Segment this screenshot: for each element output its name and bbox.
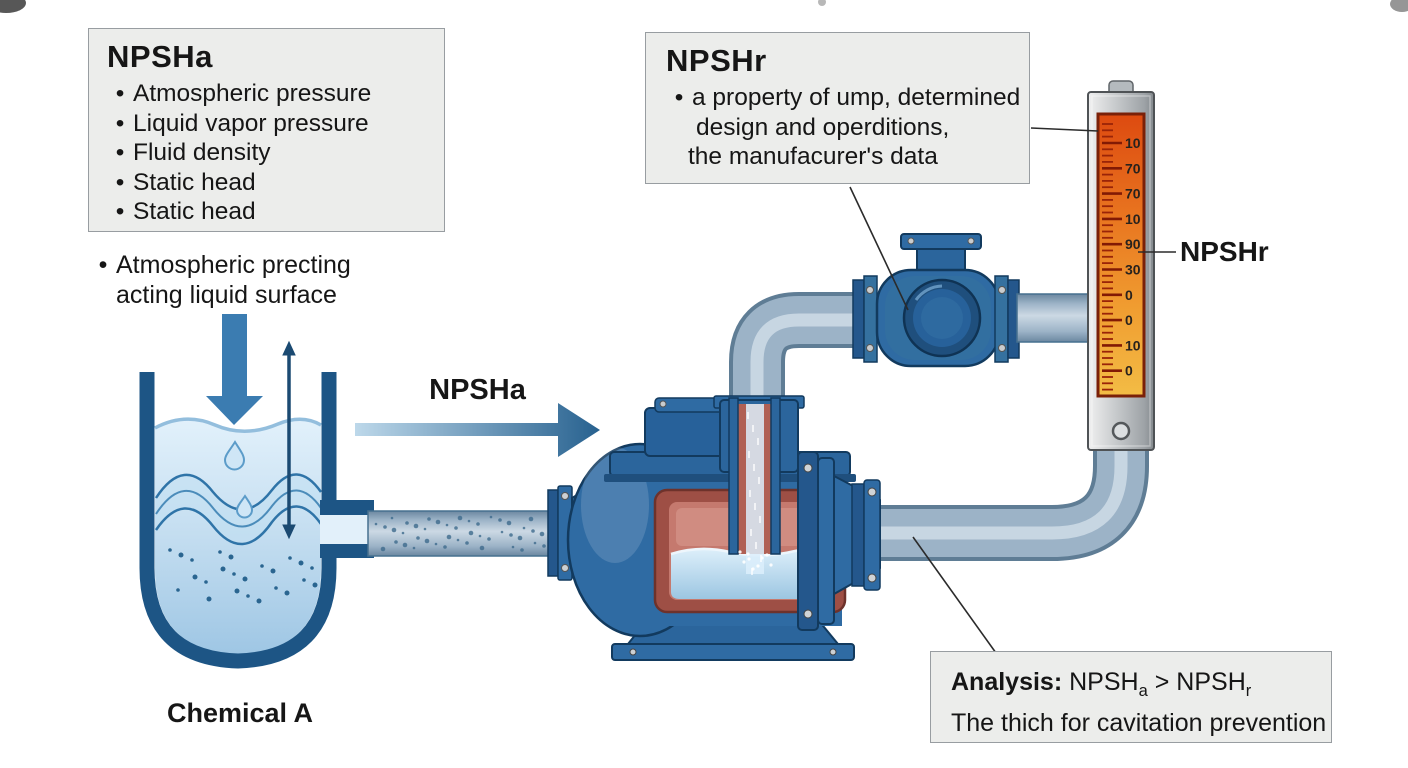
- bullet-icon: •: [98, 251, 108, 279]
- bubble-dots: [168, 548, 318, 604]
- npshr-bullet: •a property of ump, determined: [666, 83, 1021, 113]
- suction-pipe: [367, 485, 573, 581]
- npsha-bullet: •Fluid density: [107, 138, 430, 168]
- bullet-icon: •: [115, 198, 125, 225]
- water-stream: [747, 412, 762, 575]
- svg-text:10: 10: [1125, 337, 1141, 353]
- discharge-pipe: [878, 442, 1149, 561]
- npsha-bullet: •Static head: [107, 168, 430, 198]
- level-range-arrow-icon: [282, 340, 296, 540]
- npshr-bullet-line3: the manufacurer's data: [688, 143, 938, 170]
- npshr-gauge-label: NPSHr: [1180, 236, 1269, 267]
- gauge-tick-marks: 10 70 70 10 90 30 0 0 10 0: [1102, 123, 1141, 391]
- splash-dots: [738, 550, 773, 571]
- atmospheric-note: •Atmospheric precting acting liquid surf…: [90, 250, 430, 310]
- leader-lines: [849, 127, 1176, 654]
- bullet-icon: •: [115, 168, 125, 196]
- bullet-icon: •: [115, 109, 125, 137]
- svg-text:70: 70: [1125, 160, 1141, 176]
- svg-text:70: 70: [1125, 186, 1141, 202]
- npsha-info-box: NPSHa •Atmospheric pressure •Liquid vapo…: [88, 28, 445, 232]
- svg-text:10: 10: [1125, 135, 1141, 151]
- pump-assembly: [566, 395, 881, 661]
- npsha-flow-arrow-icon: [355, 403, 600, 457]
- pressure-gauge: 10 70 70 10 90 30 0 0 10 0: [1087, 80, 1155, 451]
- control-valve: [852, 233, 1093, 368]
- svg-text:0: 0: [1125, 287, 1133, 303]
- npsha-bullet: •Liquid vapor pressure: [107, 109, 430, 139]
- droplet-icon: [223, 440, 246, 471]
- analysis-prefix: Analysis:: [951, 668, 1063, 696]
- gauge-screw: [1111, 421, 1131, 441]
- npsha-arrow-label: NPSHa: [429, 374, 526, 406]
- corner-artifacts: [0, 0, 1408, 13]
- bullet-icon: •: [674, 84, 684, 111]
- svg-text:0: 0: [1125, 312, 1133, 328]
- npshr-bullet-line2: design and operditions,: [696, 113, 950, 141]
- leader-line-analysis: [912, 536, 997, 654]
- inflow-arrow-icon: [206, 314, 263, 425]
- cavitation-speckles: [374, 515, 546, 552]
- npsha-title: NPSHa: [107, 39, 213, 74]
- npshr-title: NPSHr: [666, 43, 767, 78]
- bullet-icon: •: [115, 80, 125, 107]
- note-line-1: •Atmospheric precting: [90, 250, 430, 280]
- note-line-2: acting liquid surface: [116, 281, 337, 309]
- leader-line-gauge: [1030, 127, 1099, 132]
- pump-top-pipe: [729, 292, 862, 440]
- svg-text:10: 10: [1125, 211, 1141, 227]
- npsha-bullet: •Static head: [107, 197, 430, 227]
- analysis-box: Analysis: NPSHa > NPSHr The thich for ca…: [930, 651, 1332, 743]
- tank-label: Chemical A: [166, 698, 314, 728]
- svg-text:90: 90: [1125, 236, 1141, 252]
- analysis-line2: The thich for cavitation prevention: [951, 709, 1327, 737]
- npshr-info-box: NPSHr •a property of ump, determined des…: [645, 32, 1030, 184]
- bullet-icon: •: [115, 139, 125, 166]
- analysis-formula: Analysis: NPSHa > NPSHr: [951, 668, 1252, 700]
- supply-tank: [139, 372, 374, 669]
- npsha-bullet: •Atmospheric pressure: [107, 79, 430, 109]
- leader-line-valve: [849, 186, 909, 311]
- svg-text:30: 30: [1125, 262, 1141, 278]
- droplet-icon: [235, 494, 254, 519]
- svg-text:0: 0: [1125, 363, 1133, 379]
